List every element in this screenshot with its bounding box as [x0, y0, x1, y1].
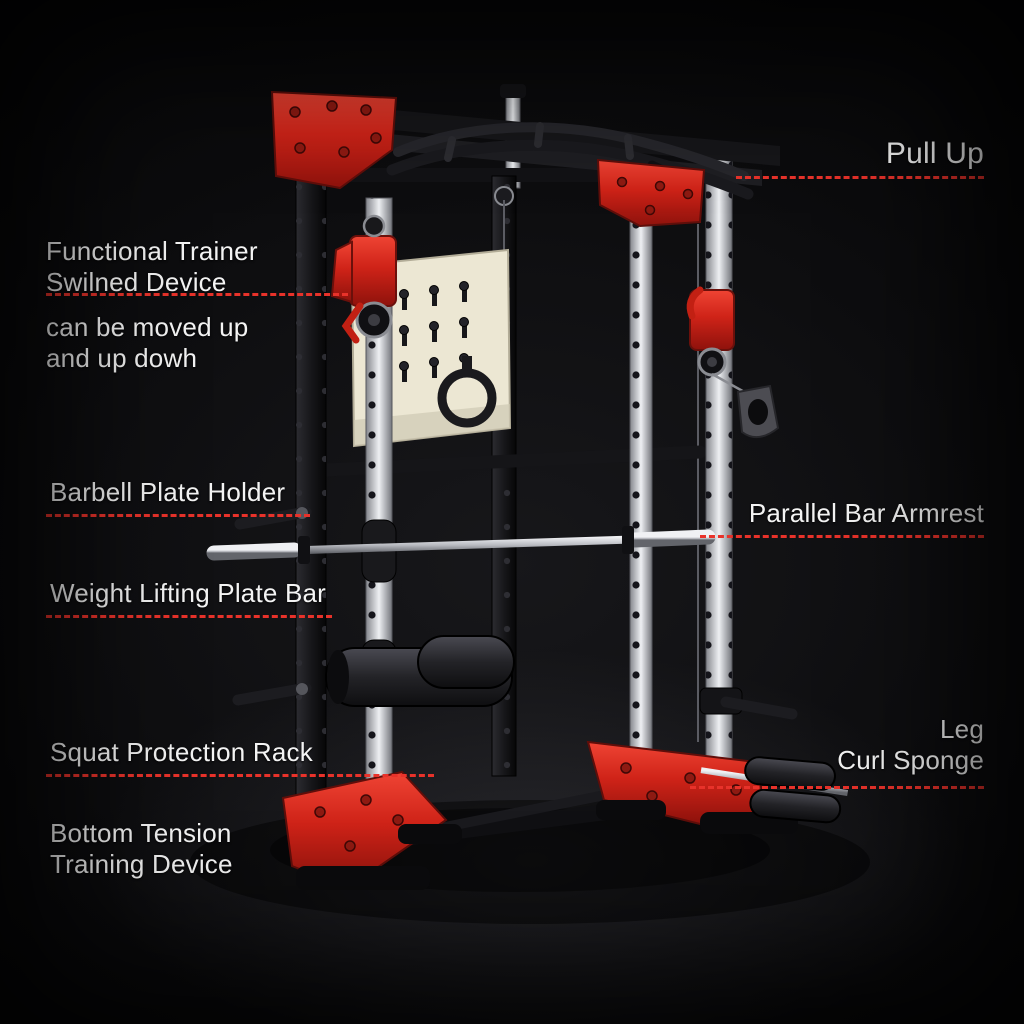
top-gusset-left — [270, 90, 398, 190]
leg-curl-rollers — [700, 756, 849, 824]
stirrup-handle — [736, 384, 780, 439]
label-weight-lifting-plate-bar: Weight Lifting Plate Bar — [50, 578, 327, 608]
label-leg-curl-sponge: Leg Curl Sponge — [837, 714, 984, 776]
label-barbell-plate-holder: Barbell Plate Holder — [50, 477, 286, 507]
smith-barbell — [206, 526, 716, 564]
barbell-plate-holder-leader-line — [46, 514, 310, 517]
pull-up-leader-line — [736, 176, 984, 179]
trainer-carriage-right — [686, 286, 780, 439]
trainer-carriage-left — [330, 214, 397, 344]
left-front-post — [232, 147, 327, 867]
right-outer-column — [699, 147, 798, 817]
weight-lifting-plate-bar-leader-line — [46, 615, 332, 618]
label-bottom-tension-training-device: Bottom Tension Training Device — [50, 818, 233, 880]
label-squat-protection-rack: Squat Protection Rack — [50, 737, 313, 767]
parallel-bar-armrest-leader-line — [700, 535, 984, 538]
top-gusset-right — [596, 158, 706, 228]
top-assembly — [270, 90, 780, 228]
functional-trainer-leader-line — [46, 293, 348, 296]
hanging-d-handle — [437, 356, 497, 428]
leg-curl-sponge-leader-line — [690, 786, 984, 789]
squat-pad — [325, 635, 515, 707]
label-functional-trainer: Functional Trainer Swilned Device — [46, 236, 258, 298]
right-rear-rail — [629, 207, 653, 799]
label-pull-up: Pull Up — [885, 137, 984, 170]
squat-protection-rack-leader-line — [46, 774, 434, 777]
label-parallel-bar-armrest: Parallel Bar Armrest — [748, 498, 984, 528]
label-functional-trainer-note: can be moved up and up dowh — [46, 312, 249, 374]
